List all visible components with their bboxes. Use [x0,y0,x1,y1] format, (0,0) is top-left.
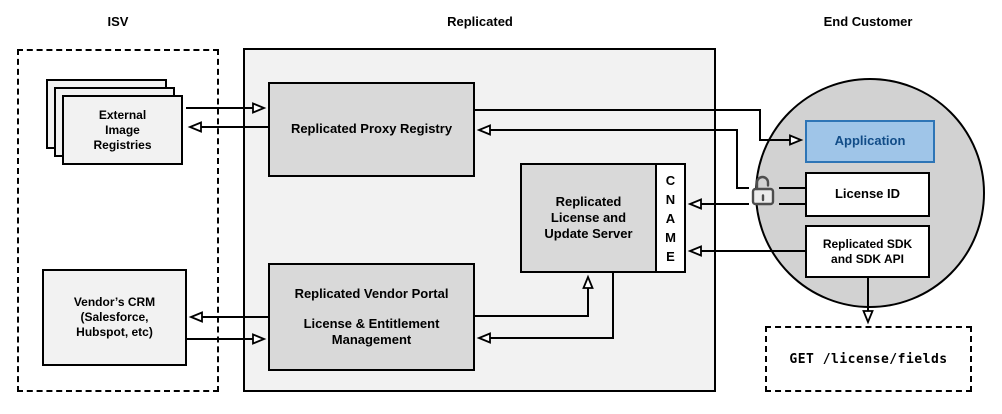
cname-letter: A [665,210,676,226]
cname-letter: M [665,229,676,245]
license-server-label-line: Update Server [544,226,633,242]
replicated-header: Replicated [447,14,513,29]
vendor-portal-node: Replicated Vendor Portal License & Entit… [268,263,475,371]
sdk-label-line: Replicated SDK [822,236,913,251]
registries-label-line: Registries [93,137,152,152]
end-customer-header: End Customer [823,14,913,29]
crm-label-line: (Salesforce, [80,310,149,324]
replicated-proxy-registry-node: Replicated Proxy Registry [268,82,475,177]
crm-label-line: Hubspot, etc) [76,325,153,339]
crm-label-line: Vendor’s CRM [73,295,156,309]
cname-letter: E [666,248,675,264]
vendor-portal-title: Replicated Vendor Portal [294,285,449,301]
cname-letter: N [665,191,676,207]
license-server-label-line: Replicated [555,193,622,209]
api-request-label: GET /license/fields [789,351,948,367]
external-image-registries-node: External Image Registries [62,95,183,165]
registries-label-line: Image [105,122,140,137]
cname-letter: C [665,172,676,188]
application-node: Application [805,120,935,163]
application-label: Application [834,133,906,149]
vendor-portal-label-line: License & Entitlement [303,315,440,331]
isv-group-box [17,49,219,392]
license-update-server-node: Replicated License and Update Server [520,163,657,273]
proxy-registry-label: Replicated Proxy Registry [290,121,453,137]
registries-label-line: External [98,107,147,122]
api-request-box: GET /license/fields [765,326,972,392]
cname-strip: C N A M E [655,163,686,273]
license-id-label: License ID [834,186,901,202]
isv-header: ISV [107,14,129,29]
vendors-crm-node: Vendor’s CRM (Salesforce, Hubspot, etc) [42,269,187,366]
replicated-sdk-node: Replicated SDK and SDK API [805,225,930,278]
vendor-portal-label-line: Management [331,332,412,348]
sdk-label-line: and SDK API [831,251,904,266]
unlocked-padlock-icon [744,172,782,210]
license-server-label-line: License and [550,209,627,225]
license-id-node: License ID [805,172,930,217]
